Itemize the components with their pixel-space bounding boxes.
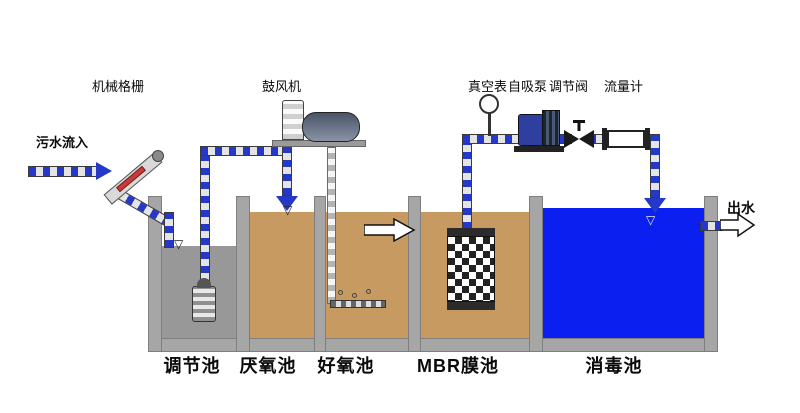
bubble-icon [366, 289, 371, 294]
mbr-membrane-module [447, 236, 495, 302]
outflow-label: 出水 [727, 200, 755, 216]
inflow-pipe [28, 166, 98, 177]
blower-motor [282, 100, 304, 140]
vacuum-gauge-stem [488, 112, 491, 136]
self-priming-pump-volute [518, 114, 544, 146]
screen-roller-icon [152, 150, 164, 162]
tank-label-adjustment: 调节池 [163, 356, 221, 376]
bubble-icon [352, 293, 357, 298]
inflow-drop-pipe [164, 212, 174, 248]
submersible-pump-cap [197, 278, 211, 288]
riser-pipe [200, 146, 210, 288]
inflow-arrow-icon [96, 162, 112, 180]
anaerobic-drop-pipe [282, 146, 292, 196]
valve-label: 调节阀 [549, 79, 589, 94]
mbr-suction-pipe [462, 134, 472, 230]
tank-floor [148, 338, 718, 352]
blower-label: 鼓风机 [262, 79, 302, 94]
regulating-valve-icon [564, 120, 594, 148]
tank-label-mbr: MBR膜池 [417, 356, 499, 376]
inflow-label: 污水流入 [36, 135, 89, 150]
flow-meter-flange-left [602, 128, 607, 150]
permeate-pipe-a [462, 134, 522, 144]
outflow-arrow-icon [720, 212, 756, 238]
water-level-icon: ▽ [174, 237, 184, 251]
self-priming-pump-motor [542, 110, 560, 146]
flow-meter-label: 流量计 [604, 79, 644, 94]
tank-wall-1 [236, 196, 250, 352]
tank-label-anaerobic: 厌氧池 [239, 356, 297, 376]
tank-wall-left [148, 196, 162, 352]
transfer-arrow-icon [364, 218, 416, 242]
disinfection-drop-pipe [650, 134, 660, 198]
flow-meter-flange-right [645, 128, 650, 150]
vacuum-gauge-icon [479, 94, 499, 114]
tank-wall-right [704, 196, 718, 352]
flow-meter [607, 130, 645, 148]
tank-wall-4 [529, 196, 543, 352]
outflow-pipe [700, 221, 722, 231]
tank-label-disinfection: 消毒池 [585, 356, 643, 376]
disinfection-down-arrow-icon [644, 198, 666, 213]
tank-label-aerobic: 好氧池 [317, 356, 375, 376]
screen-label: 机械格栅 [92, 79, 145, 94]
self-priming-pump-base [514, 146, 564, 152]
anaerobic-tank-water [250, 212, 314, 338]
water-level-icon: ▽ [283, 203, 293, 217]
submersible-pump [192, 286, 216, 322]
vacuum-gauge-label: 真空表 [468, 79, 508, 94]
blower-body [302, 112, 360, 142]
mbr-module-top-cap [447, 228, 495, 236]
pump-label: 自吸泵 [508, 79, 548, 94]
water-level-icon: ▽ [646, 213, 656, 227]
tank-wall-3 [408, 196, 421, 352]
air-diffuser [330, 300, 386, 308]
bubble-icon [338, 290, 343, 295]
anaerobic-down-arrow-icon [276, 196, 298, 211]
tank-wall-2 [314, 196, 326, 352]
mbr-module-bottom-cap [447, 302, 495, 310]
air-pipe [327, 147, 336, 304]
disinfection-tank-water [543, 208, 704, 338]
transfer-pipe-top [200, 146, 292, 156]
